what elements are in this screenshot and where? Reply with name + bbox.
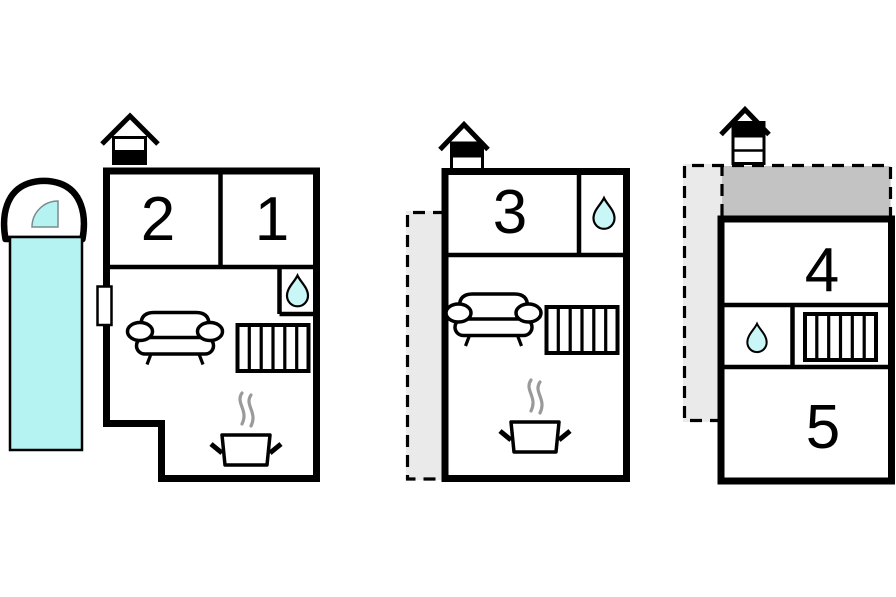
- stairs-icon: [235, 323, 311, 373]
- chimney-icon: [438, 120, 490, 172]
- terrace-dashed-border: [405, 210, 445, 481]
- unit-b: 3: [405, 120, 630, 482]
- chimney-icon: [719, 105, 771, 165]
- unit-b-interior-walls: [445, 171, 627, 258]
- unit-a: 2 1: [96, 112, 320, 482]
- chimney-icon: [100, 112, 160, 165]
- terrace-fill: [683, 164, 722, 422]
- room-1-label: 1: [255, 185, 289, 254]
- roof-strip-fill: [722, 166, 891, 216]
- stairs-icon: [803, 312, 878, 362]
- dome-window: [31, 200, 59, 228]
- unit-c-interior-walls: [721, 302, 892, 370]
- stairs-icon: [544, 305, 620, 355]
- terrace-fill: [406, 211, 446, 480]
- pool-icon: [8, 235, 84, 452]
- door: [96, 285, 113, 327]
- terrace-dashed-border: [682, 163, 893, 423]
- pool-tower: [0, 177, 88, 452]
- room-2-label: 2: [141, 185, 175, 254]
- room-5-label: 5: [806, 393, 840, 462]
- unit-a-interior-walls: [106, 171, 317, 317]
- room-4-label: 4: [805, 236, 839, 305]
- room-3-label: 3: [493, 178, 527, 247]
- unit-c: 4 5: [682, 105, 895, 485]
